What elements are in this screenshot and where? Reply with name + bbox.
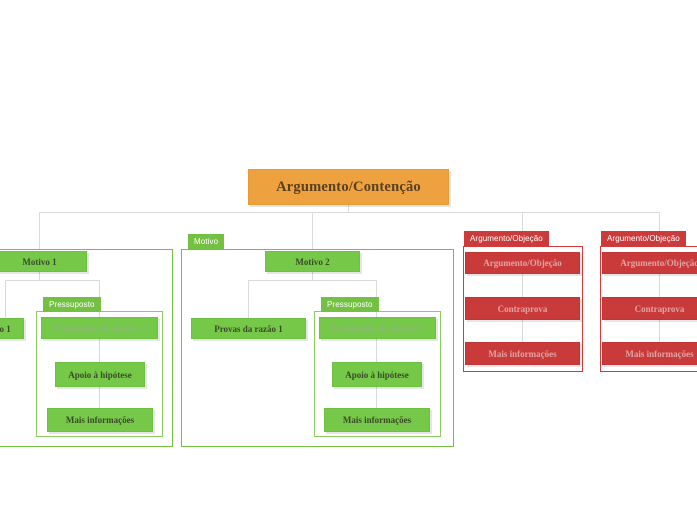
node-motivo-2[interactable]: Motivo 2	[265, 251, 360, 272]
node-mais-informacoes-motivo-2[interactable]: Mais informações	[324, 408, 430, 432]
node-argumento-objecao-2[interactable]: Argumento/Objeção	[602, 252, 697, 274]
group-tag-objecao-2: Argumento/Objeção	[601, 231, 686, 246]
node-pressuposto-do-motivo-1-left[interactable]: Pressuposto do motivo 1	[41, 317, 158, 339]
group-motivo-1[interactable]	[0, 249, 173, 447]
node-mais-informacoes-objecao-2[interactable]: Mais informações	[602, 342, 697, 365]
node-contraprova-1[interactable]: Contraprova	[465, 297, 580, 320]
group-objecao-1[interactable]	[463, 246, 583, 372]
group-tag-pressuposto-1: Pressuposto	[43, 297, 101, 312]
group-tag-pressuposto-2: Pressuposto	[321, 297, 379, 312]
node-argumento-objecao-1[interactable]: Argumento/Objeção	[465, 252, 580, 274]
node-provas-da-razao-1[interactable]: Provas da razão 1	[191, 318, 306, 339]
group-tag-motivo-2: Motivo	[188, 234, 225, 249]
node-mais-informacoes-left[interactable]: Mais informações	[47, 408, 153, 432]
node-root-argumento-contencao[interactable]: Argumento/Contenção	[248, 169, 449, 205]
node-pressuposto-do-motivo-1[interactable]: Pressuposto do motivo 1	[319, 317, 436, 339]
group-tag-objecao-1: Argumento/Objeção	[464, 231, 549, 246]
node-apoio-hipotese-left[interactable]: Apoio à hipótese	[55, 362, 145, 387]
node-contraprova-2[interactable]: Contraprova	[602, 297, 697, 320]
group-objecao-2[interactable]	[600, 246, 697, 372]
node-apoio-hipotese[interactable]: Apoio à hipótese	[332, 362, 422, 387]
group-motivo-2[interactable]	[181, 249, 454, 447]
node-motivo-1[interactable]: Motivo 1	[0, 251, 87, 272]
node-mais-informacoes-objecao-1[interactable]: Mais informações	[465, 342, 580, 365]
node-provas-razao-1-left[interactable]: Provas da razão 1	[0, 318, 24, 339]
